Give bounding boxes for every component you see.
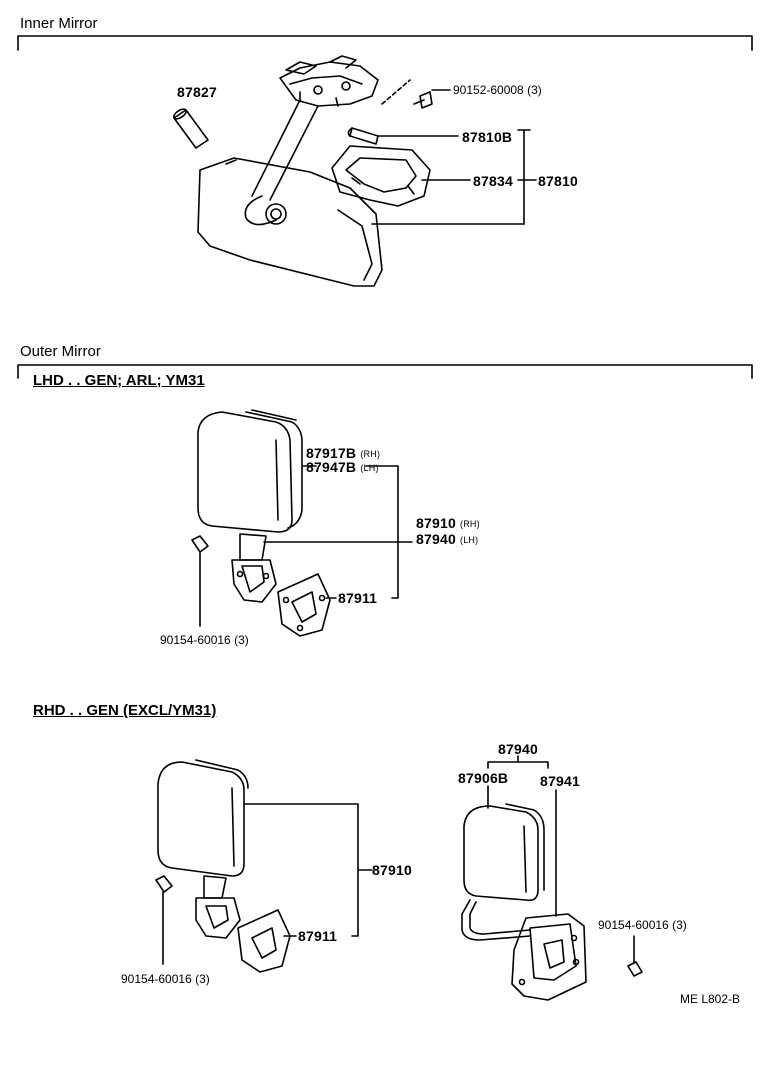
- inner-mirror-bracket: [279, 55, 379, 107]
- lhd-90154-label: 90154-60016 (3): [160, 633, 249, 647]
- lhd-mirror-base: [231, 533, 277, 603]
- part-87810B-label: 87810B: [462, 129, 513, 145]
- screw-leader-dash: [381, 79, 411, 105]
- part-87834-label: 87834: [473, 173, 513, 189]
- lhd-title: LHD . . GEN; ARL; YM31: [33, 372, 205, 389]
- rhd-title: RHD . . GEN (EXCL/YM31): [33, 702, 217, 719]
- rhd-87906B-label: 87906B: [458, 770, 509, 786]
- part-87827-pin: [173, 108, 209, 149]
- rhd-87910-label: 87910: [372, 862, 412, 878]
- rhd-gasket-87911: [237, 909, 291, 973]
- lhd-mirror-head: [197, 409, 303, 533]
- rhd-screw-right: [627, 935, 643, 977]
- lhd-gasket-87911: [277, 573, 331, 637]
- part-87834-lens: [331, 145, 431, 207]
- part-87827-label: 87827: [177, 84, 217, 100]
- rhd-screw-left: [155, 875, 173, 965]
- lhd-87910-label: 87910 (RH): [416, 515, 480, 531]
- rhd-mirror-base: [195, 875, 241, 939]
- rhd-right-stay: [461, 899, 531, 941]
- inner-mirror-title: Inner Mirror: [20, 15, 98, 32]
- inner-mirror-body: [197, 157, 383, 287]
- outer-mirror-frame: [17, 364, 753, 379]
- rhd-87940-label: 87940: [498, 741, 538, 757]
- outer-mirror-title: Outer Mirror: [20, 343, 101, 360]
- lhd-87947B-label: 87947B (LH): [306, 459, 379, 475]
- rhd-right-mirror-head: [463, 803, 545, 902]
- lhd-87917B-label: 87917B (RH): [306, 445, 381, 461]
- lhd-screw: [191, 535, 209, 627]
- part-90152-label: 90152-60008 (3): [453, 83, 542, 97]
- part-87810B-bulb: [347, 127, 379, 145]
- part-87810-label: 87810: [538, 173, 578, 189]
- rhd-90154-left-label: 90154-60016 (3): [121, 972, 210, 986]
- lhd-87911-label: 87911: [338, 590, 378, 606]
- inner-mirror-stay-arm: [244, 99, 319, 226]
- inner-screw: [413, 91, 433, 109]
- inner-mirror-frame: [17, 35, 753, 51]
- rhd-87941-label: 87941: [540, 773, 580, 789]
- rhd-90154-right-label: 90154-60016 (3): [598, 918, 687, 932]
- rhd-right-base: [511, 913, 587, 1001]
- rhd-mirror-head: [157, 759, 249, 877]
- lhd-87940-label: 87940 (LH): [416, 531, 479, 547]
- diagram-code: ME L802-B: [680, 992, 741, 1006]
- rhd-87911-label: 87911: [298, 928, 338, 944]
